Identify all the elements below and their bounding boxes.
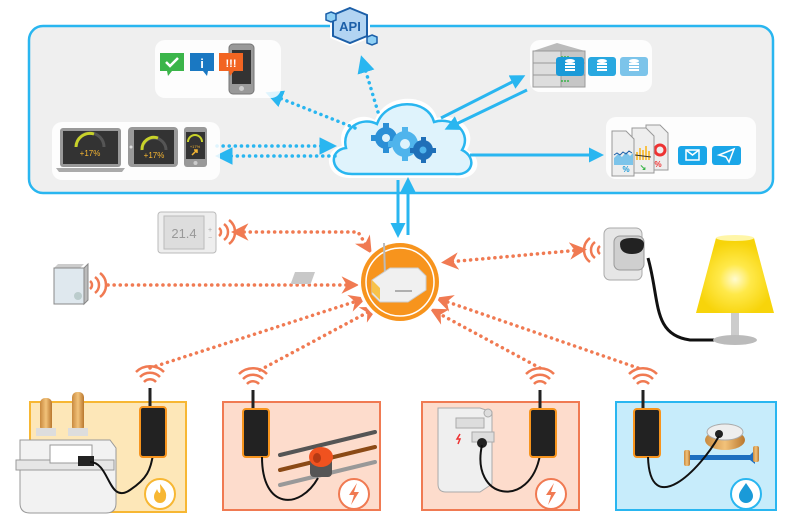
alert-icon: !!! [219, 53, 243, 76]
lamp-device[interactable] [696, 235, 774, 345]
storage-to-cloud-arrow [444, 88, 528, 130]
api-label: API [339, 19, 361, 34]
cloud-connections [215, 55, 380, 165]
electricity-clamp-panel[interactable] [222, 367, 381, 511]
svg-text:i: i [200, 56, 204, 71]
laptop-icon: +17% [56, 128, 125, 172]
water-drop-icon [730, 478, 762, 510]
electricity-meter-icon [437, 407, 495, 493]
svg-text:+: + [208, 227, 212, 234]
cloud-to-storage-arrow [440, 75, 526, 120]
gas-meter-panel[interactable] [15, 365, 187, 514]
line-chart-report-icon: % [611, 130, 635, 177]
svg-text:+17%: +17% [144, 151, 165, 160]
cloud-to-notifications-arrow [265, 90, 357, 130]
thermostat-link [231, 223, 372, 254]
email-icon [678, 146, 707, 165]
wireless-signal-icon [135, 365, 165, 383]
thermostat-display: 21.4 [171, 226, 196, 241]
bar-chart-report-icon: ↘ [631, 127, 655, 174]
water-meter-icon [684, 423, 759, 466]
transmitter-icon [242, 390, 270, 458]
api-node[interactable]: API [325, 4, 378, 46]
api-small-hex-icon [366, 34, 378, 46]
smartplug-link [441, 242, 587, 270]
wireless-sensor-device[interactable] [53, 262, 108, 306]
router-icon [290, 242, 427, 303]
database-icon [588, 57, 616, 76]
info-icon: i [190, 53, 214, 76]
gateway-node[interactable] [290, 240, 442, 324]
tablet-icon: +17% [128, 127, 178, 167]
database-icon [556, 57, 584, 76]
transmitter-icon [633, 390, 661, 458]
cloud-node[interactable] [328, 98, 478, 179]
wireless-signal-icon [628, 367, 658, 385]
water-meter-panel[interactable] [615, 367, 777, 511]
gas-meter-icon [15, 392, 117, 514]
gas-meter-link [148, 294, 367, 370]
smart-plug-device[interactable] [582, 227, 728, 342]
wireless-signal-icon [238, 367, 268, 385]
send-icon [712, 146, 741, 165]
svg-text:%: % [622, 165, 629, 174]
smartphone-icon: +17% [184, 127, 207, 167]
wireless-signal-icon [89, 272, 108, 298]
thermostat-device[interactable]: 21.4 + − [157, 211, 237, 254]
svg-text:+17%: +17% [190, 144, 201, 149]
svg-text:↘: ↘ [640, 163, 647, 172]
dashboards-group[interactable]: +17% +17% +17% [52, 122, 220, 180]
wireless-signal-icon [582, 237, 601, 263]
svg-text:%: % [654, 160, 661, 169]
transmitter-icon [529, 390, 557, 458]
flame-icon [144, 478, 176, 510]
clamp-meter-link [258, 306, 379, 372]
svg-text:!!!: !!! [226, 58, 237, 70]
storage-group[interactable] [530, 40, 652, 92]
wireless-signal-icon [525, 367, 555, 385]
reports-group[interactable]: % ↘ % [606, 117, 756, 179]
lightning-icon [535, 478, 567, 510]
electric-meter-link [429, 308, 542, 370]
svg-text:+17%: +17% [80, 149, 101, 158]
electricity-meter-panel[interactable] [421, 367, 580, 511]
cloud-to-api-arrow [357, 55, 380, 114]
transmitter-icon [139, 388, 167, 458]
database-icon [620, 57, 648, 76]
local-connections [106, 223, 640, 372]
gears-icon [371, 123, 436, 163]
current-clamp-icon [309, 447, 333, 477]
lightning-icon [338, 478, 370, 510]
water-meter-link [435, 295, 640, 370]
wireless-signal-icon [218, 219, 237, 245]
cloud-solid-connections [390, 75, 604, 238]
api-small-hex-icon [325, 11, 337, 23]
svg-text:−: − [208, 235, 212, 242]
check-icon [160, 53, 184, 76]
notifications-group[interactable]: i !!! [155, 40, 281, 98]
